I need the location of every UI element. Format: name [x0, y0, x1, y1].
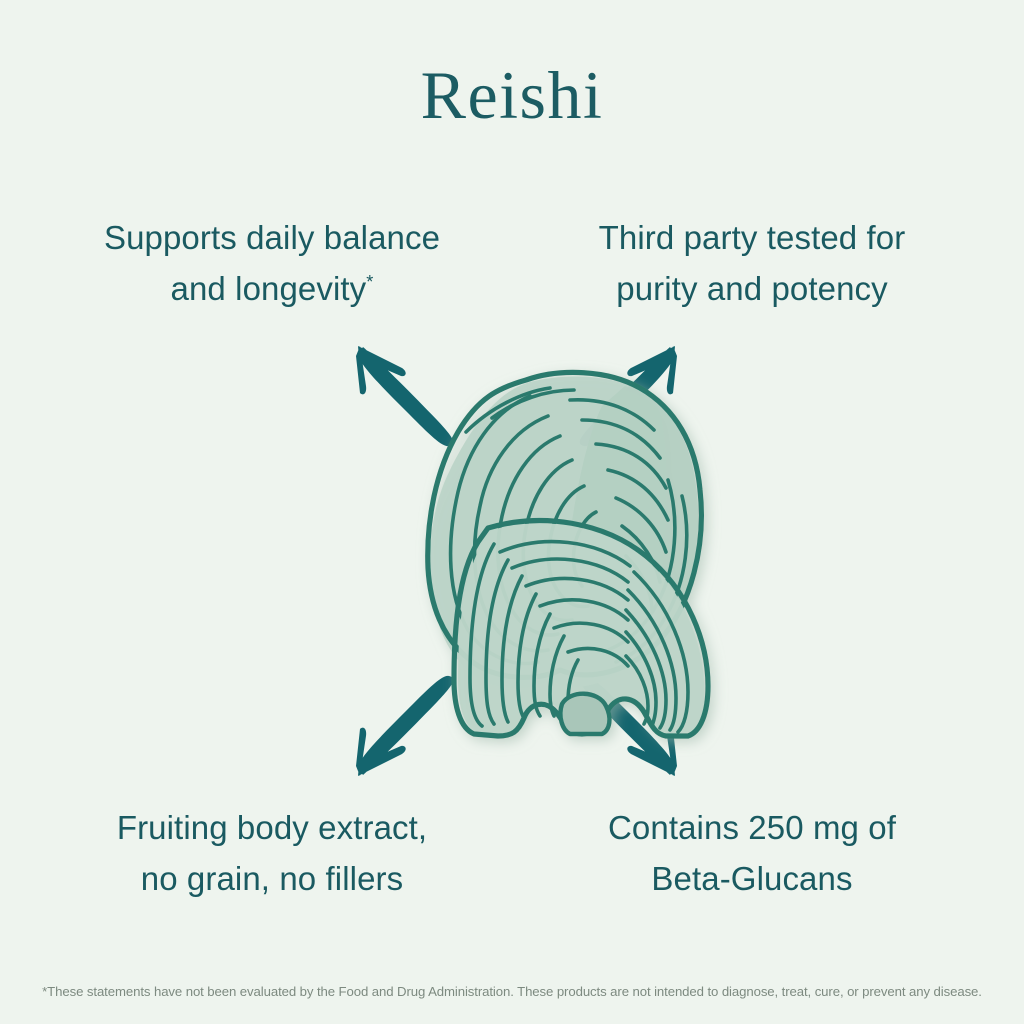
illustration-stage [230, 320, 800, 800]
benefit-bottom-left-line1: Fruiting body extract, [116, 809, 428, 846]
arrow-top-left [356, 346, 454, 447]
benefit-top-left-line2: and longevity* [24, 263, 520, 314]
benefit-bottom-left-line2: no grain, no fillers [140, 860, 404, 898]
benefit-bottom-left: Fruiting body extract, no grain, no fill… [24, 802, 520, 904]
benefit-bottom-right-line2: Beta-Glucans [651, 860, 853, 898]
benefit-top-left-line2-text: and longevity [170, 270, 367, 308]
arrow-bottom-left [356, 675, 454, 776]
fda-disclaimer: *These statements have not been evaluate… [42, 984, 982, 999]
reishi-mushroom-illustration [425, 369, 711, 739]
benefit-bottom-right-line1: Contains 250 mg of [608, 809, 896, 846]
page-title: Reishi [420, 57, 604, 133]
benefit-top-left: Supports daily balance and longevity* [24, 212, 520, 314]
benefit-top-right: Third party tested for purity and potenc… [504, 212, 1000, 314]
mushroom-lower-rings [468, 539, 690, 734]
mushroom-center-nub [558, 691, 612, 737]
benefit-top-right-line2: purity and potency [616, 270, 888, 308]
benefit-bottom-right: Contains 250 mg of Beta-Glucans [504, 802, 1000, 904]
benefit-top-left-line1: Supports daily balance [103, 219, 441, 256]
footnote-asterisk: * [366, 272, 374, 293]
benefit-top-right-line1: Third party tested for [598, 219, 906, 256]
